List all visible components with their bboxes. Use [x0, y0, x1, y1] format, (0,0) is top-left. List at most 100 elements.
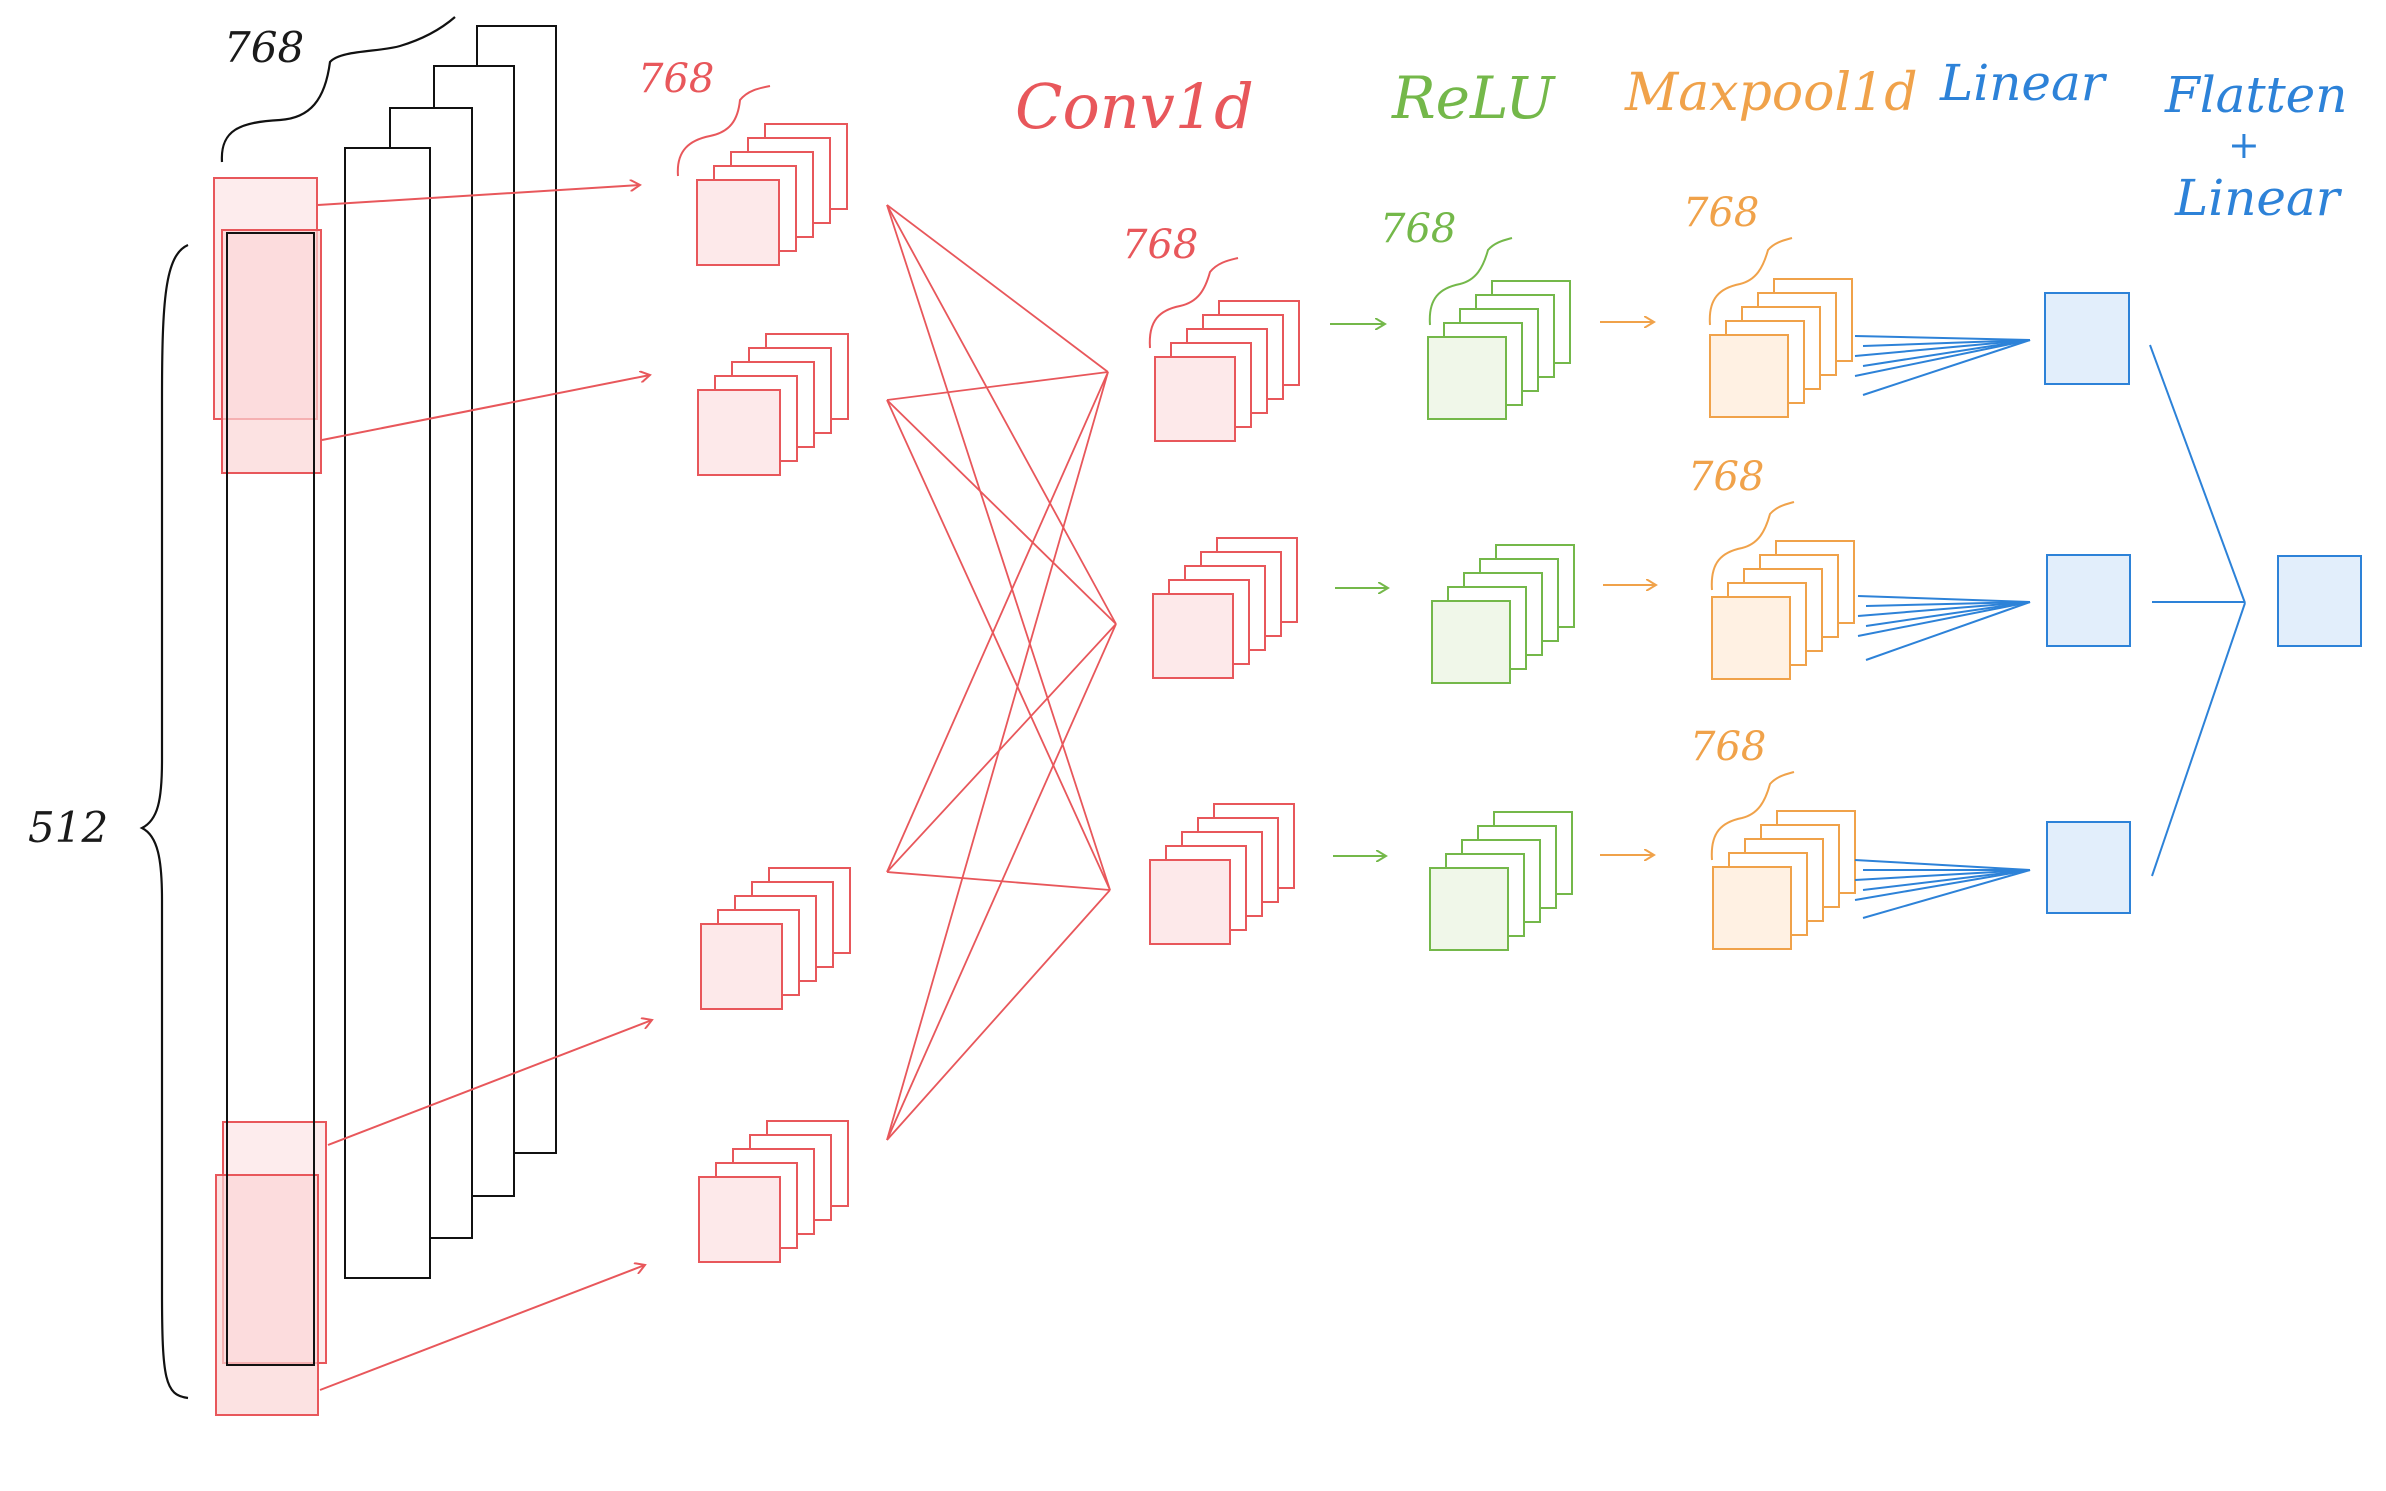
relu-stack-1-layer-1 — [1427, 336, 1507, 420]
input-column-highlight-outline — [226, 232, 315, 1366]
fan-line-1-3 — [1854, 339, 2031, 357]
label-conv-dim: 768 — [1122, 222, 1198, 268]
brace-embed-dim — [676, 85, 771, 177]
fan-line-1-6 — [1862, 339, 2031, 396]
conv-connection-line-5 — [886, 399, 1117, 625]
pool-stack-2 — [1711, 540, 1855, 680]
fan-line-2-6 — [1865, 601, 2031, 661]
fan-line-1-1 — [1854, 335, 2031, 341]
merge-line-1 — [2149, 344, 2246, 604]
conv-stack-3 — [1149, 803, 1295, 945]
arrow-window-4 — [319, 1265, 645, 1391]
fan-line-1-4 — [1862, 339, 2031, 367]
relu-stack-3-layer-1 — [1429, 867, 1509, 951]
stage-title-flatten: Flatten — [2164, 66, 2347, 124]
label-pool-dim-2: 768 — [1688, 454, 1764, 500]
conv-stack-2 — [1152, 537, 1298, 679]
conv-stack-1-layer-1 — [1154, 356, 1236, 442]
fan-line-1-2 — [1862, 339, 2031, 347]
conv-connection-line-6 — [886, 399, 1111, 891]
conv-connection-line-7 — [886, 371, 1109, 873]
arrow-window-3 — [327, 1020, 652, 1146]
conv-connection-line-10 — [886, 371, 1109, 1141]
stage-title-pool: Maxpool1d — [1624, 63, 1917, 123]
fan-line-1-5 — [1854, 339, 2031, 377]
fan-line-3-6 — [1862, 869, 2031, 919]
label-embed-dim: 768 — [638, 56, 714, 102]
stage-titles: Conv1d ReLU Maxpool1d Linear Flatten + L… — [1015, 54, 2347, 227]
conv-stack-3-layer-1 — [1149, 859, 1231, 945]
merge-line-3 — [2151, 602, 2246, 877]
brace-pool-dim-3 — [1710, 771, 1795, 861]
fan-line-2-5 — [1857, 601, 2031, 637]
feature-stacks — [696, 123, 1856, 1263]
fan-line-3-3 — [1854, 869, 2031, 881]
embedding-stack-3-layer-1 — [700, 923, 783, 1010]
window-bottom-inner — [215, 1174, 319, 1416]
pool-stack-1 — [1709, 278, 1853, 418]
conv-connection-line-4 — [886, 371, 1109, 401]
final-output-node — [2277, 555, 2362, 647]
fan-line-3-4 — [1862, 869, 2031, 891]
pool-stack-3-layer-1 — [1712, 866, 1792, 950]
input-windows — [213, 177, 327, 1416]
linear-node-3 — [2046, 821, 2131, 914]
conv-connections — [886, 204, 1117, 1141]
relu-stack-2 — [1431, 544, 1575, 684]
conv-connection-line-9 — [886, 871, 1111, 891]
arrow-window-1 — [317, 185, 640, 206]
fan-line-2-1 — [1857, 595, 2031, 603]
linear-node-2 — [2046, 554, 2131, 647]
stage-title-relu: ReLU — [1391, 64, 1556, 132]
conv-connection-line-11 — [886, 623, 1117, 1141]
embedding-stack-4 — [698, 1120, 849, 1263]
linear-fans — [1854, 335, 2031, 919]
stage-title-conv: Conv1d — [1015, 70, 1254, 143]
relu-stack-3 — [1429, 811, 1573, 951]
fan-line-2-2 — [1865, 601, 2031, 607]
pool-stack-3 — [1712, 810, 1856, 950]
label-input-length: 512 — [28, 803, 108, 852]
conv-connection-line-3 — [886, 204, 1111, 891]
relu-stack-2-layer-1 — [1431, 600, 1511, 684]
conv-connection-line-2 — [886, 204, 1117, 625]
arrow-window-2 — [321, 375, 650, 441]
conv-connection-line-1 — [886, 204, 1109, 373]
label-relu-dim: 768 — [1380, 206, 1456, 252]
stage-title-plus: + — [2228, 123, 2260, 167]
embedding-stack-3 — [700, 867, 851, 1010]
linear-outputs — [2044, 292, 2362, 914]
brace-top — [220, 16, 456, 163]
fan-line-2-4 — [1865, 601, 2031, 627]
fan-line-3-5 — [1854, 869, 2031, 901]
embedding-stack-2 — [697, 333, 849, 476]
fan-line-2-3 — [1857, 601, 2031, 617]
conv-connection-line-8 — [886, 623, 1117, 873]
embedding-stack-1 — [696, 123, 848, 266]
input-column-front — [344, 147, 431, 1279]
label-pool-dim-1: 768 — [1683, 190, 1759, 236]
conv-stack-1 — [1154, 300, 1300, 442]
pool-stack-2-layer-1 — [1711, 596, 1791, 680]
brace-pool-dim-2 — [1710, 501, 1795, 591]
brace-pool-dim-1 — [1708, 237, 1793, 326]
brace-conv-dim — [1148, 257, 1239, 349]
stage-title-linear: Linear — [1939, 54, 2108, 112]
final-merge-lines — [2149, 344, 2246, 877]
conv-stack-2-layer-1 — [1152, 593, 1234, 679]
label-pool-dim-3: 768 — [1690, 724, 1766, 770]
embedding-stack-2-layer-1 — [697, 389, 781, 476]
window-arrows — [317, 185, 652, 1391]
window-top-inner — [221, 229, 322, 474]
conv-connection-line-12 — [886, 889, 1111, 1141]
relu-stack-1 — [1427, 280, 1571, 420]
brace-relu-dim — [1428, 237, 1513, 326]
fan-line-3-1 — [1854, 859, 2031, 871]
pool-stack-1-layer-1 — [1709, 334, 1789, 418]
linear-node-1 — [2044, 292, 2130, 385]
embedding-stack-4-layer-1 — [698, 1176, 781, 1263]
dimension-labels: 768 768 768 768 768 — [1122, 190, 1795, 861]
stage-title-linear-2: Linear — [2174, 169, 2343, 227]
brace-left — [139, 243, 189, 1400]
